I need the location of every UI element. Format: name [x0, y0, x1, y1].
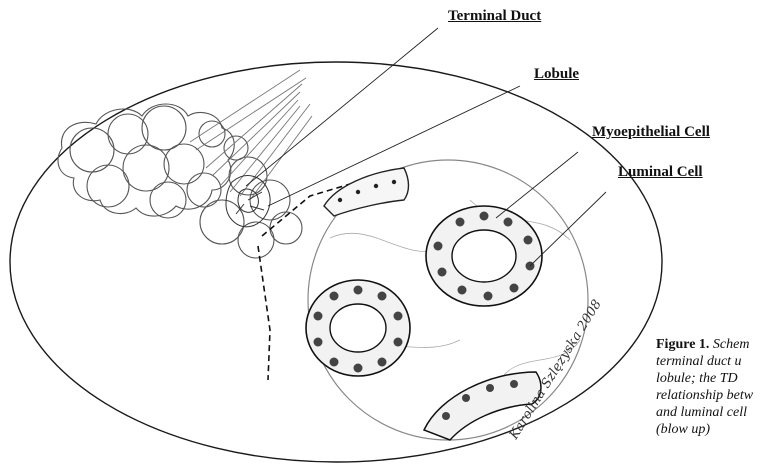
figure-caption: Figure 1. Schem terminal duct u lobule; …: [656, 336, 760, 469]
terminal-duct-sketch: [190, 70, 312, 200]
caption-line-6: (blow up): [656, 421, 760, 438]
label-myoepithelial-cell: Myoepithelial Cell: [592, 124, 710, 141]
oval-frame: [10, 62, 662, 462]
figure-number: Figure 1.: [656, 337, 709, 352]
duct-top: [324, 168, 409, 216]
duct-bottom: [424, 372, 541, 440]
label-terminal-duct: Terminal Duct: [448, 8, 541, 25]
duct-right-ring: [426, 206, 542, 306]
caption-line-1: Schem: [713, 337, 750, 352]
caption-line-2: terminal duct u: [656, 353, 760, 370]
caption-line-3: lobule; the TD: [656, 370, 760, 387]
label-luminal-cell: Luminal Cell: [618, 164, 703, 181]
label-lobule: Lobule: [534, 66, 579, 83]
duct-left-ring: [306, 280, 410, 376]
caption-line-4: relationship betw: [656, 387, 760, 404]
tdlu-detail: [226, 176, 270, 227]
caption-line-5: and luminal cell: [656, 404, 760, 421]
